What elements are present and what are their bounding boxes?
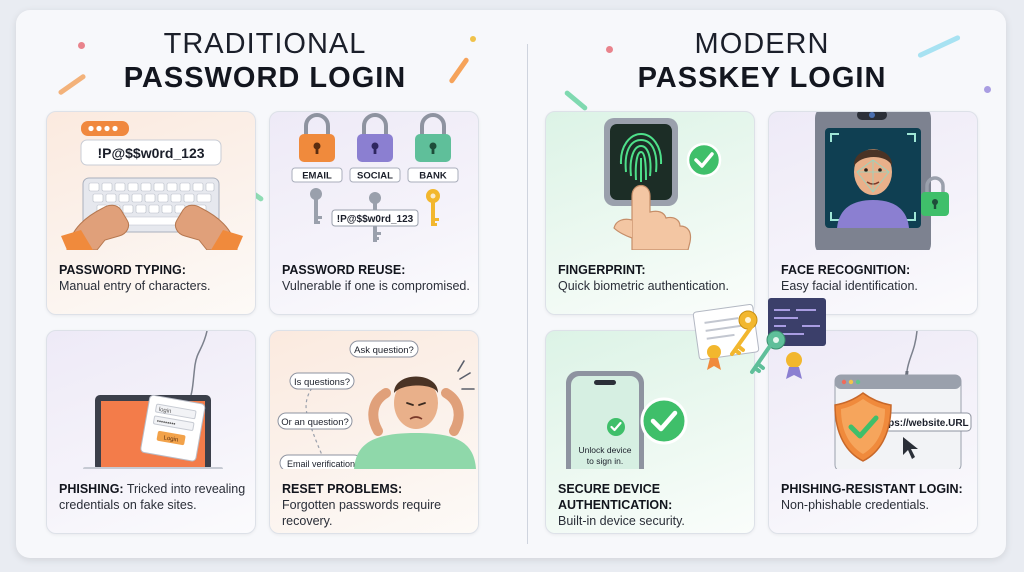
- fake-login-card: login ••••••••• Login: [140, 394, 206, 462]
- card-resistant-title: PHISHING-RESISTANT LOGIN:: [781, 482, 963, 496]
- stressed-person: [354, 376, 476, 469]
- card-face-recognition: FACE RECOGNITION: Easy facial identifica…: [768, 111, 978, 315]
- padlock-icon: [921, 176, 949, 216]
- certificate-keys-illustration: [692, 298, 826, 379]
- card-reset-title: RESET PROBLEMS:: [282, 482, 403, 496]
- center-divider: [527, 44, 528, 544]
- card-resistant-text: PHISHING-RESISTANT LOGIN: Non-phishable …: [781, 481, 973, 513]
- gold-key-icon: [730, 310, 758, 356]
- device-illustration: Unlock device to sign in.: [566, 371, 688, 469]
- bubble-email-verification: Email verification: [287, 459, 355, 469]
- card-face-text: FACE RECOGNITION: Easy facial identifica…: [781, 262, 973, 294]
- card-reuse-desc: Vulnerable if one is compromised.: [282, 279, 470, 293]
- lock-label-bank: BANK: [419, 171, 447, 182]
- fake-login-field: login: [158, 407, 172, 415]
- card-fingerprint-title: FINGERPRINT:: [558, 263, 646, 277]
- padlock-icon: [299, 113, 335, 162]
- teal-key-icon: [750, 330, 786, 374]
- card-typing-title: PASSWORD TYPING:: [59, 263, 186, 277]
- fingerprint-icon: [619, 132, 663, 182]
- bubble-or-question: Or an question?: [281, 417, 349, 428]
- shared-password-tag: !P@$$w0rd_123: [337, 214, 414, 225]
- left-heading: TRADITIONAL PASSWORD LOGIN: [50, 28, 480, 95]
- right-heading: MODERN PASSKEY LOGIN: [547, 28, 977, 95]
- card-secure-device: Unlock device to sign in. SECURE DEVICE …: [545, 330, 755, 534]
- padlock-icon: [357, 113, 393, 162]
- right-heading-line2: PASSKEY LOGIN: [637, 62, 887, 94]
- fake-login-button: Login: [163, 435, 179, 443]
- card-password-reuse: EMAIL SOCIAL BANK !P@$$w0rd_123 PASSWORD…: [269, 111, 479, 315]
- gold-key-icon: [426, 189, 440, 226]
- typing-illustration: !P@$$w0rd_123: [61, 121, 243, 250]
- card-typing-desc: Manual entry of characters.: [59, 279, 211, 293]
- key-icon: [310, 188, 322, 224]
- card-fingerprint: FINGERPRINT: Quick biometric authenticat…: [545, 111, 755, 315]
- card-device-title: SECURE DEVICE AUTHENTICATION:: [558, 482, 673, 512]
- fake-password-field: •••••••••: [156, 419, 176, 428]
- phone-prompt-line1: Unlock device: [579, 445, 632, 455]
- bubble-is-questions: Is questions?: [294, 377, 350, 388]
- card-reset-text: RESET PROBLEMS: Forgotten passwords requ…: [282, 481, 474, 529]
- safe-url-text: https://website.URL: [875, 418, 968, 429]
- pointing-hand-shape: [631, 184, 692, 250]
- fishing-line: [190, 331, 208, 396]
- confetti-dot: [606, 46, 613, 53]
- resistant-illustration: https://website.URL: [834, 331, 972, 469]
- typed-password-text: !P@$$w0rd_123: [97, 145, 204, 161]
- lock-label-email: EMAIL: [302, 171, 332, 182]
- bubble-ask-question: Ask question?: [354, 345, 414, 356]
- left-heading-line1: TRADITIONAL: [163, 28, 367, 60]
- padlock-icon: [415, 113, 451, 162]
- card-device-text: SECURE DEVICE AUTHENTICATION: Built-in d…: [558, 481, 750, 529]
- card-reuse-text: PASSWORD REUSE: Vulnerable if one is com…: [282, 262, 474, 294]
- reset-illustration: Ask question? Is questions? Or an questi…: [277, 340, 476, 469]
- card-phishing-resistant: https://website.URL PHISHING-RESISTANT L…: [768, 330, 978, 534]
- card-reset-problems: Ask question? Is questions? Or an questi…: [269, 330, 479, 534]
- reuse-illustration: EMAIL SOCIAL BANK !P@$$w0rd_123: [291, 113, 459, 242]
- card-reuse-title: PASSWORD REUSE:: [282, 263, 406, 277]
- card-phishing-title: PHISHING:: [59, 482, 124, 496]
- card-reset-desc: Forgotten passwords require recovery.: [282, 498, 442, 528]
- card-resistant-desc: Non-phishable credentials.: [781, 498, 930, 512]
- card-phishing: login ••••••••• Login PHISHING: Tricked …: [46, 330, 256, 534]
- card-face-title: FACE RECOGNITION:: [781, 263, 911, 277]
- shield-icon: [834, 392, 892, 462]
- right-heading-line1: MODERN: [694, 28, 830, 60]
- face-illustration: [815, 112, 949, 250]
- card-phishing-desc: Tricked into revealing credentials on fa…: [59, 482, 246, 512]
- left-heading-line2: PASSWORD LOGIN: [123, 62, 407, 94]
- card-face-desc: Easy facial identification.: [781, 279, 918, 293]
- lock-label-social: SOCIAL: [357, 171, 393, 182]
- phishing-illustration: login ••••••••• Login: [83, 331, 223, 469]
- confetti-dot: [470, 36, 476, 42]
- check-badge-icon: [686, 142, 722, 178]
- cursor-icon: [903, 437, 918, 459]
- card-typing-text: PASSWORD TYPING: Manual entry of charact…: [59, 262, 251, 294]
- confetti-dot: [78, 42, 85, 49]
- card-fingerprint-text: FINGERPRINT: Quick biometric authenticat…: [558, 262, 750, 294]
- card-phishing-text: PHISHING: Tricked into revealing credent…: [59, 481, 251, 513]
- infographic-frame: TRADITIONAL PASSWORD LOGIN MODERN PASSKE…: [16, 10, 1006, 558]
- phone-prompt-line2: to sign in.: [587, 456, 623, 466]
- confetti-dot: [984, 86, 991, 93]
- card-fingerprint-desc: Quick biometric authentication.: [558, 279, 729, 293]
- card-password-typing: !P@$$w0rd_123 PASSWORD TYPING: Manual en…: [46, 111, 256, 315]
- check-badge-icon: [640, 397, 688, 445]
- card-device-desc: Built-in device security.: [558, 514, 685, 528]
- fingerprint-illustration: [604, 118, 722, 250]
